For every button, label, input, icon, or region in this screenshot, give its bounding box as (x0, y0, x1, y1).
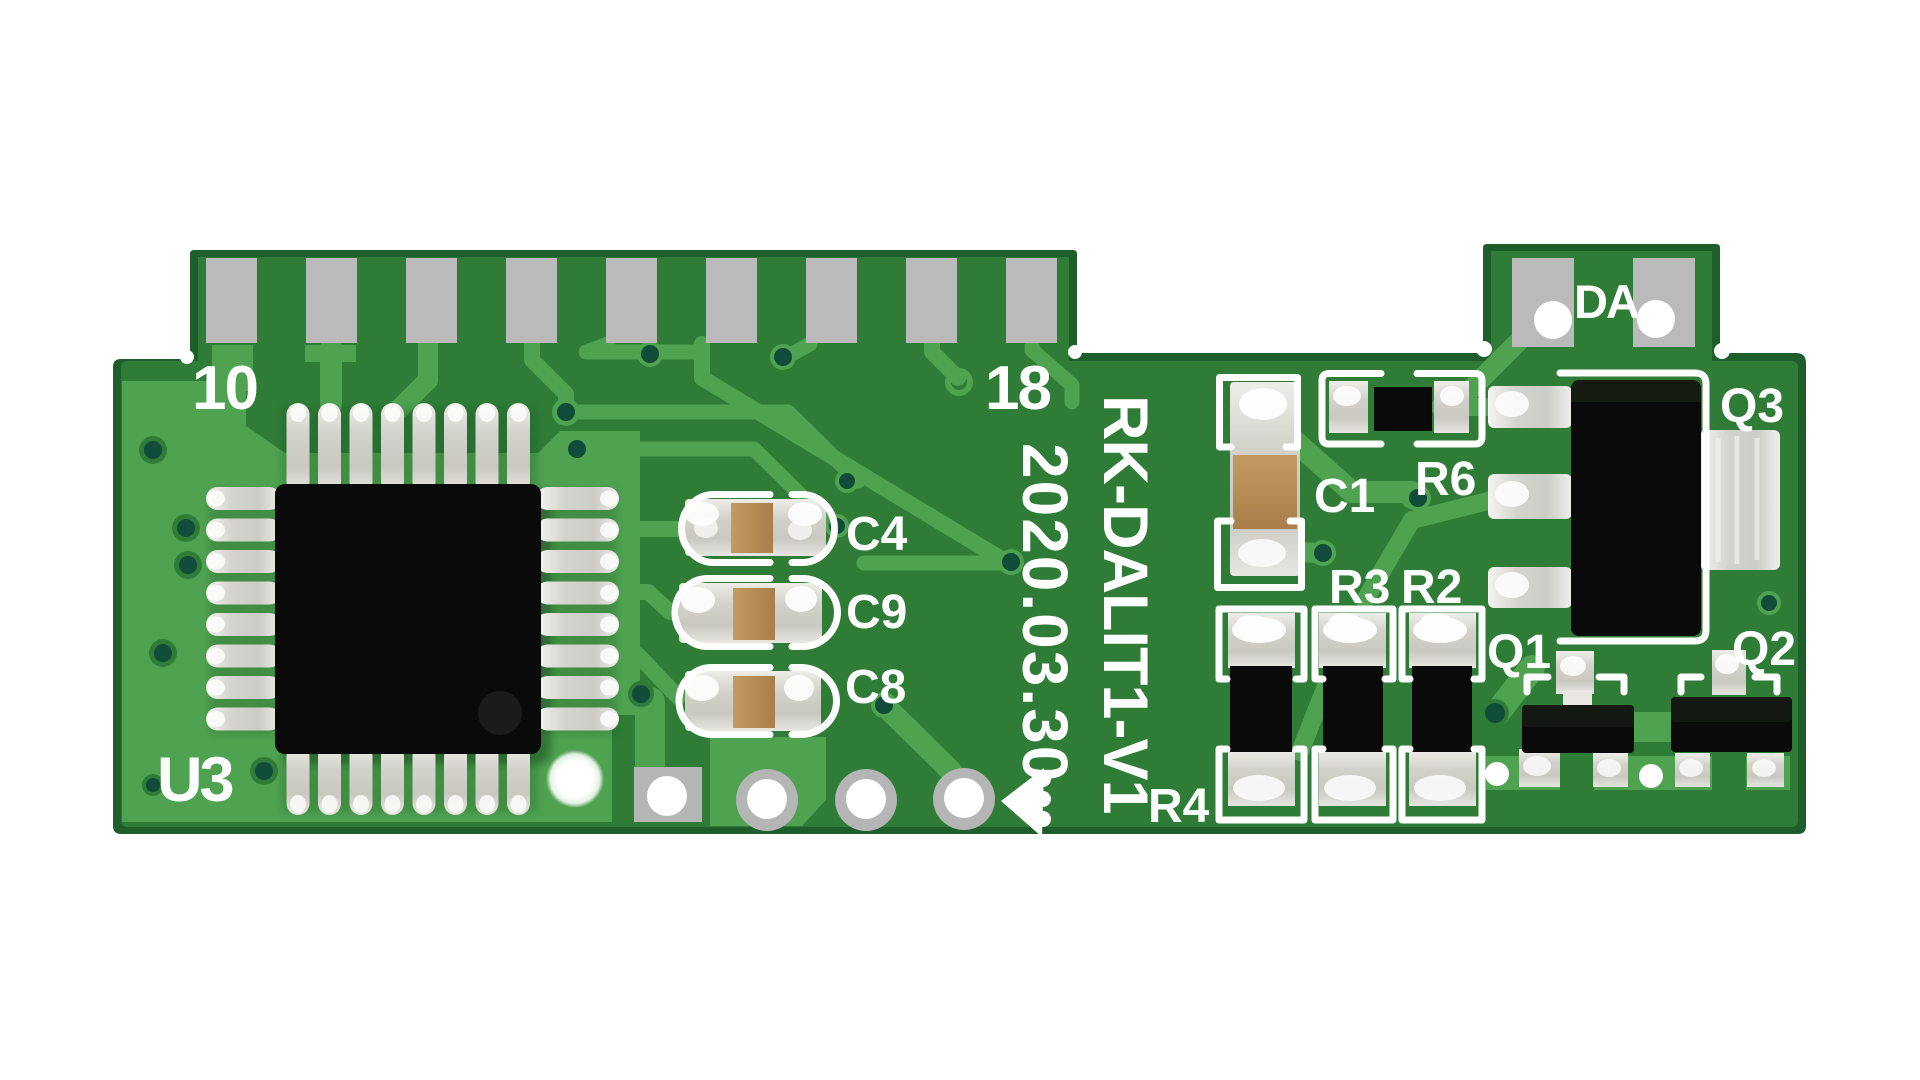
svg-text:R2: R2 (1401, 561, 1462, 614)
svg-text:Q1: Q1 (1487, 626, 1551, 679)
svg-text:C1: C1 (1314, 470, 1375, 523)
svg-text:18: 18 (985, 354, 1050, 423)
svg-text:DA: DA (1574, 275, 1639, 328)
svg-text:R4: R4 (1148, 780, 1210, 833)
svg-text:RK-DALIT1-V1: RK-DALIT1-V1 (1090, 395, 1160, 814)
svg-text:Q2: Q2 (1732, 623, 1796, 676)
svg-text:2020.03.30: 2020.03.30 (1009, 443, 1081, 783)
svg-text:C4: C4 (846, 508, 908, 561)
svg-text:R3: R3 (1329, 561, 1390, 614)
svg-text:C8: C8 (845, 661, 906, 714)
svg-text:Q3: Q3 (1720, 380, 1784, 433)
svg-text:U3: U3 (157, 745, 232, 815)
svg-text:R6: R6 (1415, 453, 1476, 506)
svg-text:C9: C9 (846, 586, 907, 639)
svg-text:10: 10 (192, 354, 257, 423)
